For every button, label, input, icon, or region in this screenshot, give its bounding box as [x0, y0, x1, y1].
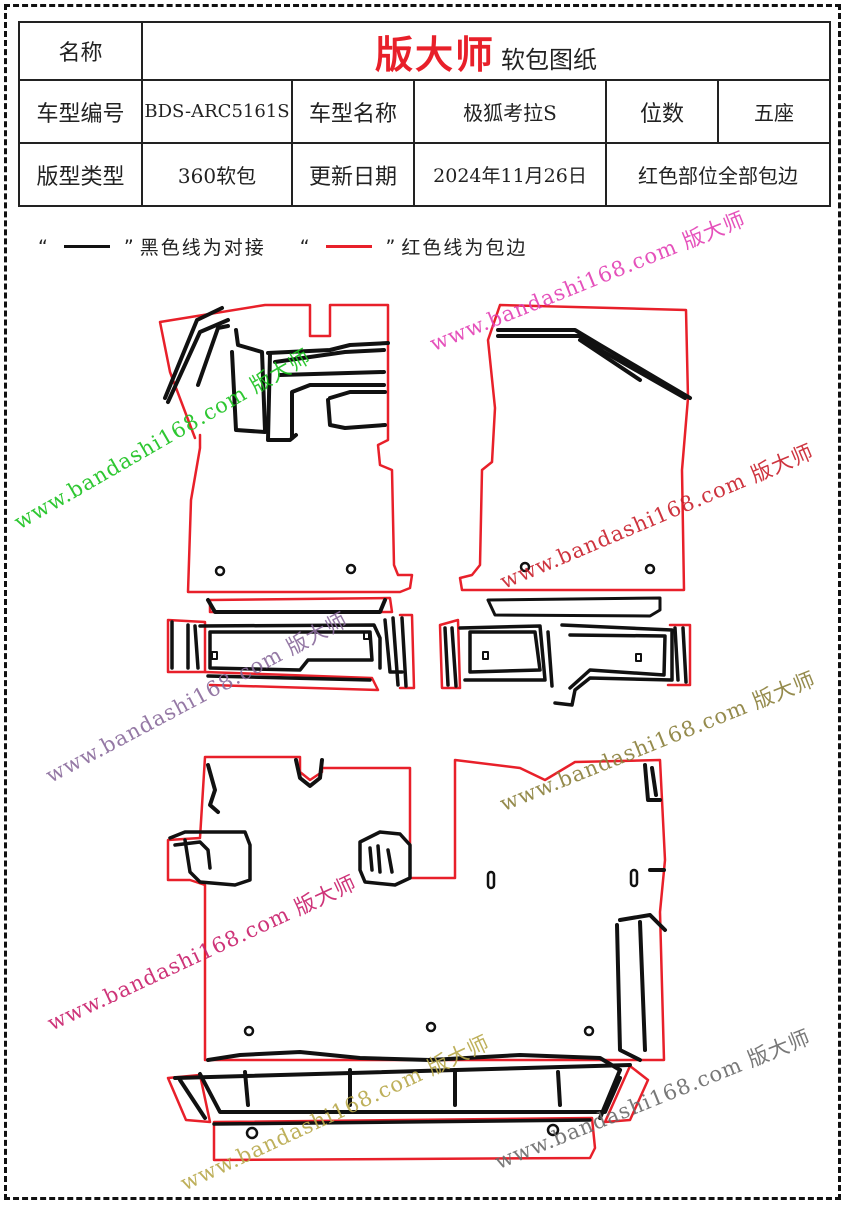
black-line-swatch	[63, 245, 110, 248]
name-label: 名称	[18, 21, 143, 81]
brand-name: 版大师	[375, 31, 496, 77]
black-line-text: 黑色线为对接	[139, 237, 266, 259]
model-code-label: 车型编号	[18, 79, 143, 144]
edge-binding-red	[158, 303, 414, 594]
rear-sill	[166, 1063, 650, 1162]
front-right-sill	[438, 618, 692, 707]
legend-quote: ”	[123, 235, 136, 258]
front-right-mat	[458, 303, 692, 618]
legend-quote: ”	[385, 235, 398, 258]
page-border	[4, 4, 841, 1200]
seats-value: 五座	[716, 79, 832, 144]
update-date: 2024年11月26日	[413, 142, 607, 207]
update-date-label: 更新日期	[291, 142, 415, 207]
front-left-mat	[158, 303, 414, 614]
front-left-sill	[166, 613, 416, 692]
pattern-type: 360软包	[141, 142, 293, 207]
legend-quote: “	[299, 235, 312, 258]
edging-note: 红色部位全部包边	[604, 142, 832, 207]
mounting-hole	[214, 565, 226, 577]
seats-label: 位数	[605, 79, 719, 144]
rear-seat-bracket	[168, 830, 412, 887]
red-line-swatch	[325, 245, 372, 248]
title-suffix: 软包图纸	[501, 45, 598, 74]
model-name: 极狐考拉S	[413, 79, 607, 144]
mounting-hole	[345, 563, 357, 575]
edge-binding-red	[208, 596, 394, 614]
drawing-title: 版大师软包图纸	[140, 21, 832, 81]
red-line-text: 红色线为包边	[401, 237, 528, 259]
info-table: 名称 版大师软包图纸 车型编号 BDS-ARC5161S 车型名称 极狐考拉S …	[18, 21, 832, 207]
model-code: BDS-ARC5161S	[141, 79, 293, 144]
rear-floor-mat	[166, 755, 667, 1072]
seam-black	[163, 306, 390, 614]
model-name-label: 车型名称	[291, 79, 415, 144]
pattern-type-label: 版型类型	[18, 142, 143, 207]
line-legend: “ ” 黑色线为对接 “ ” 红色线为包边	[34, 233, 527, 260]
legend-quote: “	[38, 235, 50, 258]
